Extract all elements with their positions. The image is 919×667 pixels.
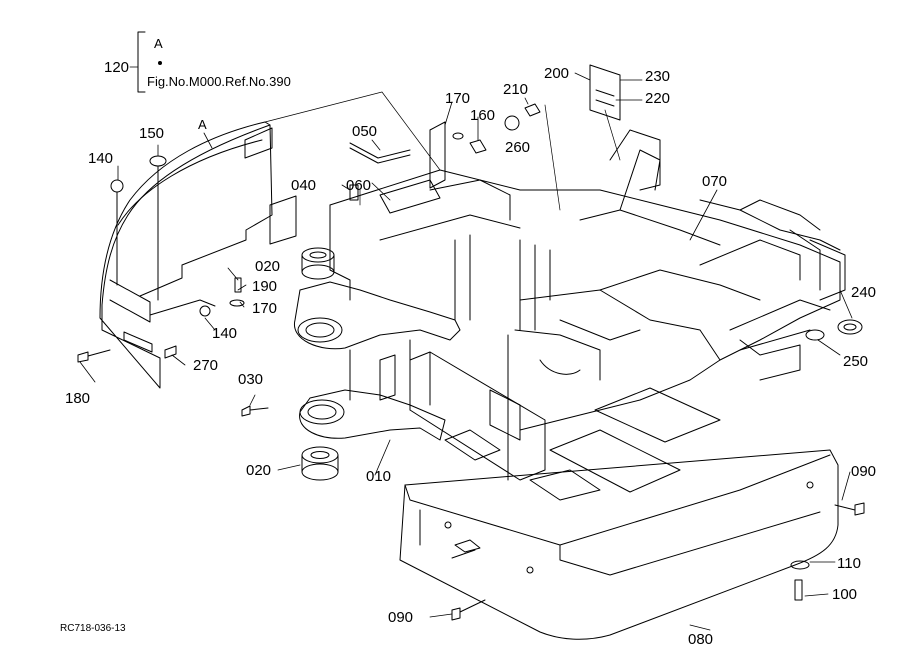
- part-label-140b: 140: [212, 325, 238, 342]
- part-label-170b: 170: [252, 300, 278, 317]
- reference-box-bracket: [137, 31, 146, 93]
- part-label-220: 220: [645, 90, 671, 107]
- main-frame: [329, 129, 846, 481]
- reference-lines: [264, 91, 621, 211]
- ref-box-dot: [158, 61, 162, 65]
- bracket-200: [589, 64, 621, 121]
- part-label-090a: 090: [851, 463, 877, 480]
- ref-box-letter: A: [154, 36, 163, 51]
- leader-lines: [79, 66, 853, 631]
- left-side-cover: [99, 121, 273, 389]
- part-label-210: 210: [503, 81, 529, 98]
- part-label-230: 230: [645, 68, 671, 85]
- part-label-060: 060: [346, 177, 372, 194]
- part-label-050: 050: [352, 123, 378, 140]
- part-label-100: 100: [832, 586, 858, 603]
- part-label-080: 080: [688, 631, 714, 648]
- grommets: [805, 319, 863, 341]
- bracket-060: [379, 179, 441, 214]
- swing-bracket: [294, 281, 461, 441]
- part-label-150: 150: [139, 125, 165, 142]
- part-label-010: 010: [366, 468, 392, 485]
- ref-box-number: 120: [104, 59, 130, 76]
- ref-box-text: Fig.No.M000.Ref.No.390: [147, 74, 291, 89]
- drawing-code: RC718-036-13: [60, 623, 126, 634]
- part-label-020a: 020: [255, 258, 281, 275]
- part-label-260: 260: [505, 139, 531, 156]
- part-label-200: 200: [544, 65, 570, 82]
- part-label-160: 160: [470, 107, 496, 124]
- part-label-070: 070: [702, 173, 728, 190]
- part-label-190: 190: [252, 278, 278, 295]
- part-label-140a: 140: [88, 150, 114, 167]
- floor-plates: [529, 387, 721, 501]
- counterweight: [399, 449, 839, 640]
- part-label-020b: 020: [246, 462, 272, 479]
- bushing-lower: [301, 446, 339, 481]
- part-label-110: 110: [837, 555, 861, 572]
- bushing-upper: [301, 247, 335, 280]
- bolts: [77, 103, 865, 621]
- rod: [349, 142, 411, 164]
- part-label-040: 040: [291, 177, 317, 194]
- part-label-170a: 170: [445, 90, 471, 107]
- part-label-180: 180: [65, 390, 91, 407]
- part-label-250: 250: [843, 353, 869, 370]
- part-label-240: 240: [851, 284, 877, 301]
- part-label-030: 030: [238, 371, 264, 388]
- part-label-090b: 090: [388, 609, 414, 626]
- upper-bracket: [429, 121, 446, 189]
- callout-letter-a: A: [198, 117, 207, 132]
- part-label-270: 270: [193, 357, 219, 374]
- front-cross-member: [409, 351, 546, 481]
- front-plate: [164, 195, 297, 359]
